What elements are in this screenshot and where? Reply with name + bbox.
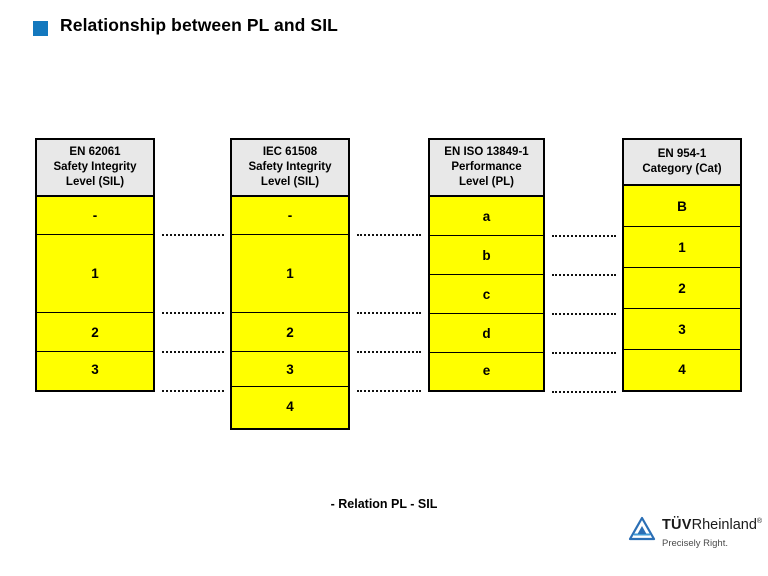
connector-2-3-a (357, 234, 421, 236)
diagram-caption: - Relation PL - SIL (330, 497, 438, 511)
header-line: Performance (451, 161, 522, 173)
column-header-iec-61508: IEC 61508 Safety Integrity Level (SIL) (230, 138, 350, 197)
header-line: Category (Cat) (642, 163, 722, 175)
header-line: EN 62061 (69, 146, 121, 158)
header-line: EN 954-1 (657, 148, 707, 160)
logo-registered-mark: ® (756, 518, 763, 526)
cell-en-954-1-4: 4 (624, 350, 740, 388)
logo-tagline: Precisely Right. (662, 538, 728, 549)
column-header-en-954-1: EN 954-1 Category (Cat) (622, 138, 742, 186)
header-line: Safety Integrity (53, 161, 137, 173)
cell-en-iso-13849-1-3: d (430, 314, 543, 353)
connector-3-4-e (552, 391, 616, 393)
cell-iec-61508-4: 4 (232, 387, 348, 425)
column-body-en-954-1: B 1 2 3 4 (622, 186, 742, 392)
header-line: Level (PL) (459, 176, 514, 188)
cell-en-62061-2: 2 (37, 313, 153, 352)
logo-brand-rest: Rheinland (691, 517, 757, 533)
title-bullet-icon (33, 21, 48, 36)
page-title: Relationship between PL and SIL (60, 15, 338, 35)
connector-3-4-a (552, 235, 616, 237)
cell-en-iso-13849-1-1: b (430, 236, 543, 275)
cell-en-iso-13849-1-0: a (430, 197, 543, 236)
connector-3-4-b (552, 274, 616, 276)
column-body-en-62061: - 1 2 3 (35, 197, 155, 392)
header-line: EN ISO 13849-1 (444, 146, 529, 158)
title-bar: Relationship between PL and SIL (0, 0, 768, 52)
connector-1-2-c (162, 351, 224, 353)
header-line: Level (SIL) (260, 176, 320, 188)
connector-2-3-d (357, 390, 421, 392)
cell-en-954-1-2: 2 (624, 268, 740, 309)
column-body-en-iso-13849-1: a b c d e (428, 197, 545, 392)
cell-iec-61508-2: 2 (232, 313, 348, 352)
connector-1-2-a (162, 234, 224, 236)
header-line: Safety Integrity (248, 161, 332, 173)
connector-2-3-c (357, 351, 421, 353)
column-en-954-1: EN 954-1 Category (Cat) B 1 2 3 4 (622, 138, 742, 392)
column-iec-61508: IEC 61508 Safety Integrity Level (SIL) -… (230, 138, 350, 430)
logo-brand-bold: TÜV (662, 517, 692, 533)
tuv-triangle-icon (628, 516, 656, 541)
cell-en-iso-13849-1-4: e (430, 353, 543, 387)
connector-2-3-b (357, 312, 421, 314)
cell-en-62061-1: 1 (37, 235, 153, 313)
cell-en-iso-13849-1-2: c (430, 275, 543, 314)
column-header-en-iso-13849-1: EN ISO 13849-1 Performance Level (PL) (428, 138, 545, 197)
connector-1-2-d (162, 390, 224, 392)
column-body-iec-61508: - 1 2 3 4 (230, 197, 350, 430)
cell-en-954-1-1: 1 (624, 227, 740, 268)
cell-iec-61508-3: 3 (232, 352, 348, 387)
cell-en-62061-3: 3 (37, 352, 153, 387)
header-line: Level (SIL) (65, 176, 125, 188)
cell-en-954-1-0: B (624, 186, 740, 227)
cell-iec-61508-1: 1 (232, 235, 348, 313)
header-line: IEC 61508 (262, 146, 318, 158)
cell-en-62061-0: - (37, 197, 153, 235)
column-header-en-62061: EN 62061 Safety Integrity Level (SIL) (35, 138, 155, 197)
tuv-rheinland-logo: TÜVRheinland® Precisely Right. (628, 514, 762, 558)
cell-en-954-1-3: 3 (624, 309, 740, 350)
logo-wordmark: TÜVRheinland® (662, 517, 762, 533)
cell-iec-61508-0: - (232, 197, 348, 235)
column-en-iso-13849-1: EN ISO 13849-1 Performance Level (PL) a … (428, 138, 545, 392)
connector-3-4-d (552, 352, 616, 354)
column-en-62061: EN 62061 Safety Integrity Level (SIL) - … (35, 138, 155, 392)
connector-1-2-b (162, 312, 224, 314)
connector-3-4-c (552, 313, 616, 315)
